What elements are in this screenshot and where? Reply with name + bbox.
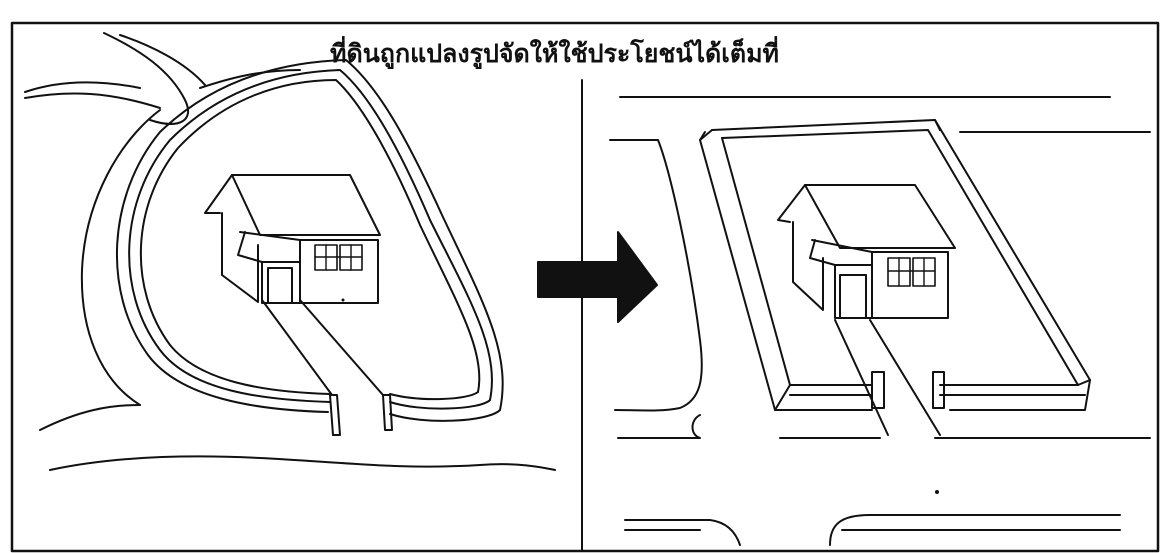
figure-border (10, 21, 1160, 553)
figure-caption: ที่ดินถูกแปลงรูปจัดให้ใช้ประโยชน์ได้เต็ม… (330, 39, 780, 68)
right-arrow-icon (537, 231, 658, 323)
right-panel-after (609, 96, 1151, 546)
left-panel-before (24, 32, 556, 471)
